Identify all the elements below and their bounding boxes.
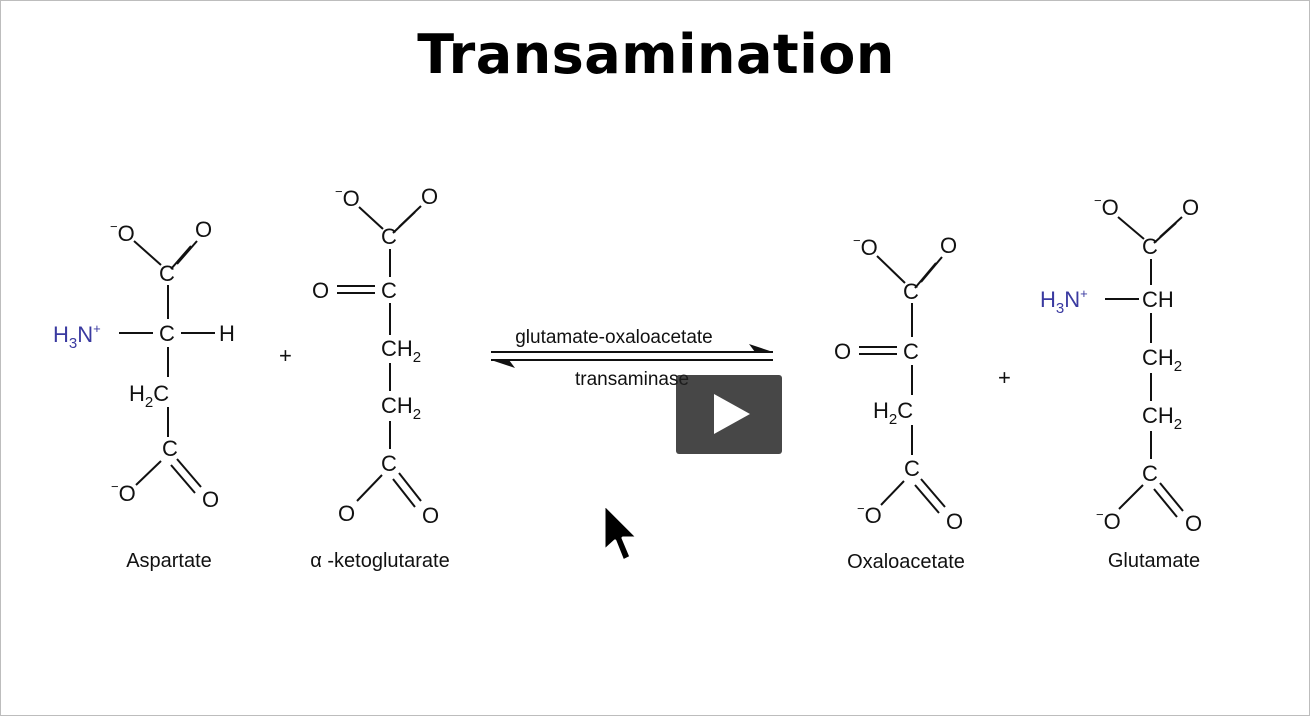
akg-c-carboxyl-bottom: C [381,451,397,476]
akg-ch2-a: CH2 [381,336,421,366]
akg-c-keto: C [381,278,397,303]
aspartate-o-minus-bottom: −O [111,479,136,506]
plus-sign-right: + [998,365,1011,390]
slide-title: Transamination [417,23,895,86]
equilibrium-arrow: glutamate-oxaloacetate transaminase [491,327,773,390]
glutamate-amine: H3N+ [1040,286,1088,317]
aspartate-c-carboxyl-top: C [159,261,175,286]
glu-c-carboxyl-bottom: C [1142,461,1158,486]
aspartate-o-bottom: O [202,487,219,512]
oxaloacetate-structure: −O O C O C H2C C −O O Oxaloacetate [834,233,965,573]
glutamate-structure: −O O C H3N+ CH CH2 CH2 C −O O Glutamate [1040,193,1202,572]
aspartate-amine: H3N+ [53,321,101,352]
play-icon [714,394,750,434]
akg-o-minus-top: −O [335,184,360,211]
akg-ch2-b: CH2 [381,393,421,423]
oxaloacetate-label: Oxaloacetate [847,551,965,573]
akg-c-carboxyl-top: C [381,224,397,249]
oaa-o-minus-top: −O [853,233,878,260]
glu-ch-alpha: CH [1142,287,1174,312]
aspartate-structure: −O O C H3N+ C H H2C C −O O Aspartate [53,217,235,572]
aspartate-h2c: H2C [129,381,169,411]
glu-o-top: O [1182,195,1199,220]
akg-o-bottom-left: O [338,501,355,526]
glu-ch2-b: CH2 [1142,403,1182,433]
ketoglutarate-label: α -ketoglutarate [310,550,449,572]
aspartate-c-carboxyl-bottom: C [162,436,178,461]
akg-o-top: O [421,184,438,209]
mouse-pointer-icon [602,502,640,563]
oaa-c-carboxyl-top: C [903,279,919,304]
glu-o-bottom: O [1185,511,1202,536]
aspartate-o-minus-top: −O [110,219,135,246]
glutamate-label: Glutamate [1108,550,1200,572]
ketoglutarate-structure: −O O C O C CH2 CH2 C O O α -ketoglutarat… [310,184,449,572]
oaa-h2c: H2C [873,398,913,428]
akg-o-bottom-right: O [422,503,439,528]
aspartate-c-alpha: C [159,321,175,346]
glu-c-carboxyl-top: C [1142,234,1158,259]
enzyme-name-line2: transaminase [575,369,689,390]
aspartate-h: H [219,321,235,346]
akg-o-keto: O [312,278,329,303]
aspartate-o-top: O [195,217,212,242]
oaa-c-carboxyl-bottom: C [904,456,920,481]
aspartate-label: Aspartate [126,550,212,572]
video-play-button[interactable] [676,375,782,454]
glu-o-minus-bottom: −O [1096,507,1121,534]
oaa-o-minus-bottom: −O [857,501,882,528]
oaa-c-keto: C [903,339,919,364]
plus-sign-left: + [279,343,292,368]
enzyme-name-line1: glutamate-oxaloacetate [515,327,713,348]
oaa-o-keto: O [834,339,851,364]
oaa-o-bottom: O [946,509,963,534]
oaa-o-top: O [940,233,957,258]
glu-o-minus-top: −O [1094,193,1119,220]
glu-ch2-a: CH2 [1142,345,1182,375]
